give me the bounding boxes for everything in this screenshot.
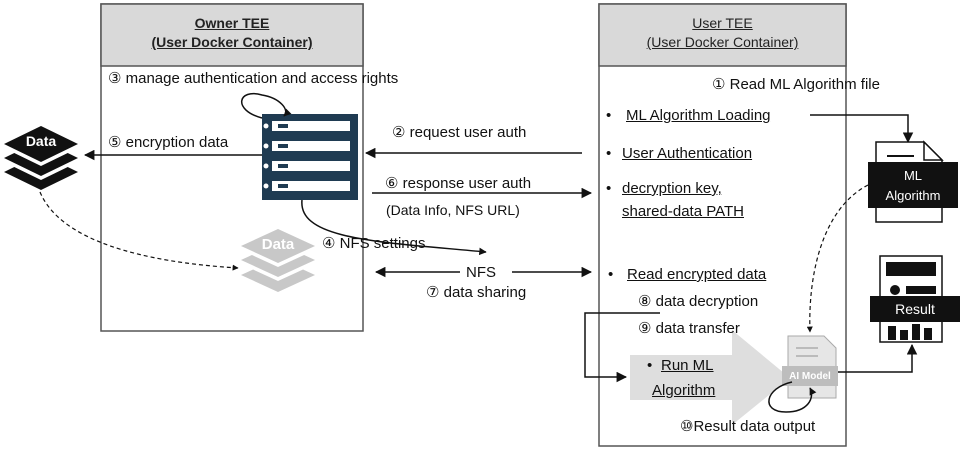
bullet: •	[606, 145, 612, 162]
owner-tee-subtitle: (User Docker Container)	[151, 34, 313, 50]
nfs-settings-label: ④ NFS settings	[322, 235, 426, 252]
ai-model-label: AI Model	[789, 371, 831, 382]
ml-file-icon	[868, 140, 958, 223]
request-auth-label: ② request user auth	[392, 124, 527, 141]
user-authentication-label: User Authentication	[622, 145, 753, 162]
data-decryption-label: ⑧ data decryption	[638, 293, 759, 310]
bullet: •	[606, 107, 612, 124]
ml-icon-label-2: Algorithm	[885, 188, 941, 203]
result-icon	[870, 255, 960, 343]
result-loop-arrow	[768, 381, 817, 413]
owner-tee-title: Owner TEE	[194, 15, 270, 31]
manage-loop-arrow	[241, 92, 292, 119]
owner-tee-header: Owner TEE (User Docker Container)	[101, 14, 363, 52]
user-tee-subtitle: (User Docker Container)	[646, 34, 799, 50]
response-auth-label: ⑥ response user auth	[385, 175, 532, 192]
data-icon-label-gray: Data	[261, 236, 295, 253]
run-ml-label: Run ML	[661, 357, 714, 374]
ml-load-arrow	[810, 114, 914, 144]
data-icon-label: Data	[25, 133, 57, 149]
manage-auth-label: ③ manage authentication and access right…	[108, 70, 399, 87]
decryption-key-label: decryption key,	[622, 180, 722, 197]
data-stack-icon-black	[4, 126, 78, 190]
model-to-result-arrow	[838, 343, 918, 373]
result-output-label: ⑩Result data output	[680, 418, 816, 435]
ml-icon-label-1: ML	[903, 168, 923, 183]
bullet: •	[606, 180, 612, 197]
result-icon-label: Result	[895, 301, 935, 317]
server-icon	[262, 114, 358, 200]
encryption-data-label: ⑤ encryption data	[108, 134, 229, 151]
nfs-settings-arrow	[301, 199, 487, 256]
response-detail-label: (Data Info, NFS URL)	[386, 202, 520, 218]
copy-dashed-arrow	[39, 191, 239, 271]
transfer-arrow	[584, 312, 660, 383]
bullet: •	[608, 266, 614, 283]
read-encrypted-label: Read encrypted data	[627, 266, 767, 283]
run-arrow-shape	[630, 330, 790, 425]
user-tee-header: User TEE (User Docker Container)	[599, 14, 846, 52]
bullet: •	[647, 357, 653, 374]
data-sharing-label: ⑦ data sharing	[426, 284, 527, 301]
nfs-label: NFS	[466, 264, 496, 281]
data-stack-icon-gray	[241, 229, 315, 292]
shared-data-path-label: shared-data PATH	[622, 203, 744, 220]
read-ml-file-label: ① Read ML Algorithm file	[712, 76, 880, 93]
run-algorithm-label: Algorithm	[652, 382, 716, 399]
ai-model-icon	[782, 335, 838, 399]
user-tee-title: User TEE	[692, 15, 753, 31]
ml-loading-label: ML Algorithm Loading	[626, 107, 771, 124]
data-transfer-label: ⑨ data transfer	[638, 320, 740, 337]
